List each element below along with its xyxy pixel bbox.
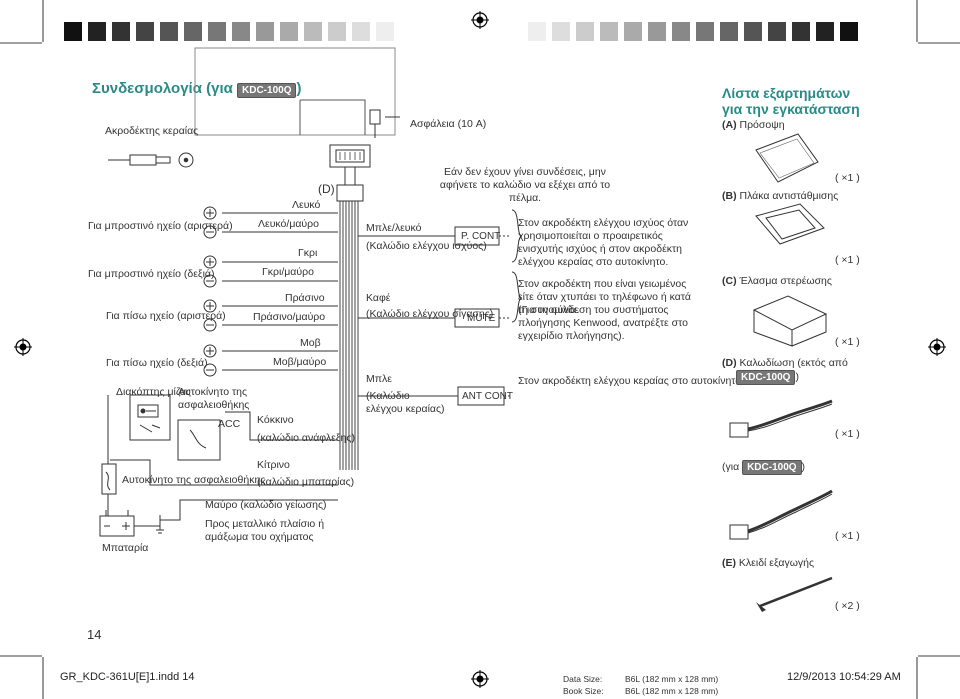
mute-terminal: MUTE	[467, 313, 496, 324]
wire-green: Πράσινο	[285, 292, 325, 304]
mute-description: Στον ακροδέκτη που είναι γειωμένος είτε …	[518, 278, 691, 316]
extraction-key-illustration	[756, 576, 833, 612]
part-b: (B) Πλάκα αντιστάθμισης	[722, 190, 839, 202]
pcont-description: Στον ακροδέκτη ελέγχου ισχύος όταν χρησι…	[518, 217, 689, 268]
antcont-terminal: ANT CONT	[462, 391, 513, 402]
registration-mark-right	[928, 338, 946, 356]
speaker-front-left: Για μπροστινό ηχείο (αριστερά)	[88, 220, 233, 232]
head-unit-outline	[194, 47, 396, 136]
part-b-qty: ( ×1 )	[835, 172, 860, 184]
part-a: (A) Πρόσοψη	[722, 119, 785, 131]
part-d2: (για KDC-100Q)	[722, 460, 806, 475]
registration-mark-bottom	[471, 670, 489, 688]
registration-mark-left	[14, 338, 32, 356]
antenna-plug	[129, 154, 157, 166]
mute-description-2: (Για τη σύνδεση του συστήματος πλοήγησης…	[518, 304, 688, 342]
control-brown-sub: (Καλώδιο ελέγχου σίγασης)	[366, 308, 494, 320]
control-blue: Μπλε	[366, 373, 392, 385]
control-blue-white-sub: (Καλώδιο ελέγχου ισχύος)	[366, 240, 487, 252]
footer-book-size-label: Book Size:	[563, 686, 604, 696]
part-c-qty: ( ×1 )	[835, 254, 860, 266]
wire-red: Κόκκινο	[257, 414, 294, 426]
wiring-harness-2-illustration	[729, 489, 833, 540]
part-d-qty: ( ×1 )	[835, 428, 860, 440]
control-brown: Καφέ	[366, 292, 391, 304]
harness-d-label: (D)	[318, 182, 335, 196]
part-c: (C) Έλασμα στερέωσης	[722, 275, 832, 287]
car-fuse-box	[177, 419, 221, 461]
antenna-label: Ακροδέκτης κεραίας	[105, 125, 199, 137]
footer-data-size-label: Data Size:	[563, 674, 603, 684]
wire-white: Λευκό	[292, 199, 321, 211]
part-c2-qty: ( ×1 )	[835, 336, 860, 348]
wire-purple: Μοβ	[300, 337, 321, 349]
registration-mark-top	[471, 11, 489, 29]
control-blue-sub: (Καλώδιο ελέγχου κεραίας)	[366, 390, 445, 415]
fuse-box-label: Αυτοκίνητο της ασφαλειοθήκης	[178, 386, 250, 411]
acc-label: ACC	[218, 418, 241, 430]
wire-white-black: Λευκό/μαύρο	[258, 218, 319, 230]
footer-file: GR_KDC-361U[E]1.indd 14	[60, 671, 195, 683]
part-e-qty: ( ×2 )	[835, 600, 860, 612]
antcont-description: Στον ακροδέκτη ελέγχου κεραίας στο αυτοκ…	[518, 375, 742, 387]
speaker-rear-right: Για πίσω ηχείο (δεξιά)	[106, 357, 208, 369]
fuse-label: Ασφάλεια (10 A)	[410, 118, 487, 130]
wire-gray-black: Γκρι/μαύρο	[262, 266, 314, 278]
ignition-switch-label: Διακόπτης μίζας	[116, 386, 191, 398]
antenna-jack	[178, 152, 194, 168]
battery-label: Μπαταρία	[102, 542, 149, 554]
footer-book-size: B6L (182 mm x 128 mm)	[625, 686, 719, 696]
wiring-harness-illustration	[729, 399, 833, 438]
battery-fuse	[101, 463, 117, 495]
trim-plate-illustration	[755, 203, 825, 245]
mounting-sleeve-illustration	[752, 295, 828, 347]
speaker-terminal-plus	[203, 206, 217, 220]
speaker-terminal-minus	[203, 225, 217, 239]
wire-chassis: Προς μεταλλικό πλαίσιο ή αμάξωμα του οχή…	[205, 518, 325, 543]
battery-fuse-box-label: Αυτοκίνητο της ασφαλειοθήκης	[122, 474, 266, 486]
wire-green-black: Πράσινο/μαύρο	[253, 311, 326, 323]
parts-heading: Λίστα εξαρτημάτων για την εγκατάσταση	[722, 85, 860, 117]
faceplate-illustration	[755, 133, 819, 183]
model-badge: KDC-100Q	[237, 83, 297, 98]
note-top: Εάν δεν έχουν γίνει συνδέσεις, μην αφήνε…	[439, 166, 611, 204]
speaker-front-right: Για μπροστινό ηχείο (δεξιά)	[88, 268, 215, 280]
wire-red-sub: (καλώδιο ανάφλεξης)	[257, 432, 355, 444]
speaker-rear-left: Για πίσω ηχείο (αριστερά)	[106, 310, 226, 322]
page-title: Συνδεσμολογία (για KDC-100Q)	[92, 80, 302, 98]
footer-data-size: B6L (182 mm x 128 mm)	[625, 674, 719, 684]
part-d2-qty: ( ×1 )	[835, 530, 860, 542]
control-blue-white: Μπλε/λευκό	[366, 222, 422, 234]
part-e: (E) Κλειδί εξαγωγής	[722, 557, 815, 569]
wire-purple-black: Μοβ/μαύρο	[273, 356, 327, 368]
wire-black: Μαύρο (καλώδιο γείωσης)	[205, 499, 327, 511]
wire-yellow-sub: (καλώδιο μπαταρίας)	[257, 476, 355, 488]
footer-date: 12/9/2013 10:54:29 AM	[787, 671, 901, 683]
part-d: (D) Καλωδίωση (εκτός από KDC-100Q)	[722, 357, 848, 385]
pcont-terminal: P. CONT	[461, 231, 501, 242]
wire-gray: Γκρι	[298, 247, 318, 259]
fuse	[369, 109, 381, 125]
page-number: 14	[87, 627, 102, 642]
wire-yellow: Κίτρινο	[257, 459, 290, 471]
